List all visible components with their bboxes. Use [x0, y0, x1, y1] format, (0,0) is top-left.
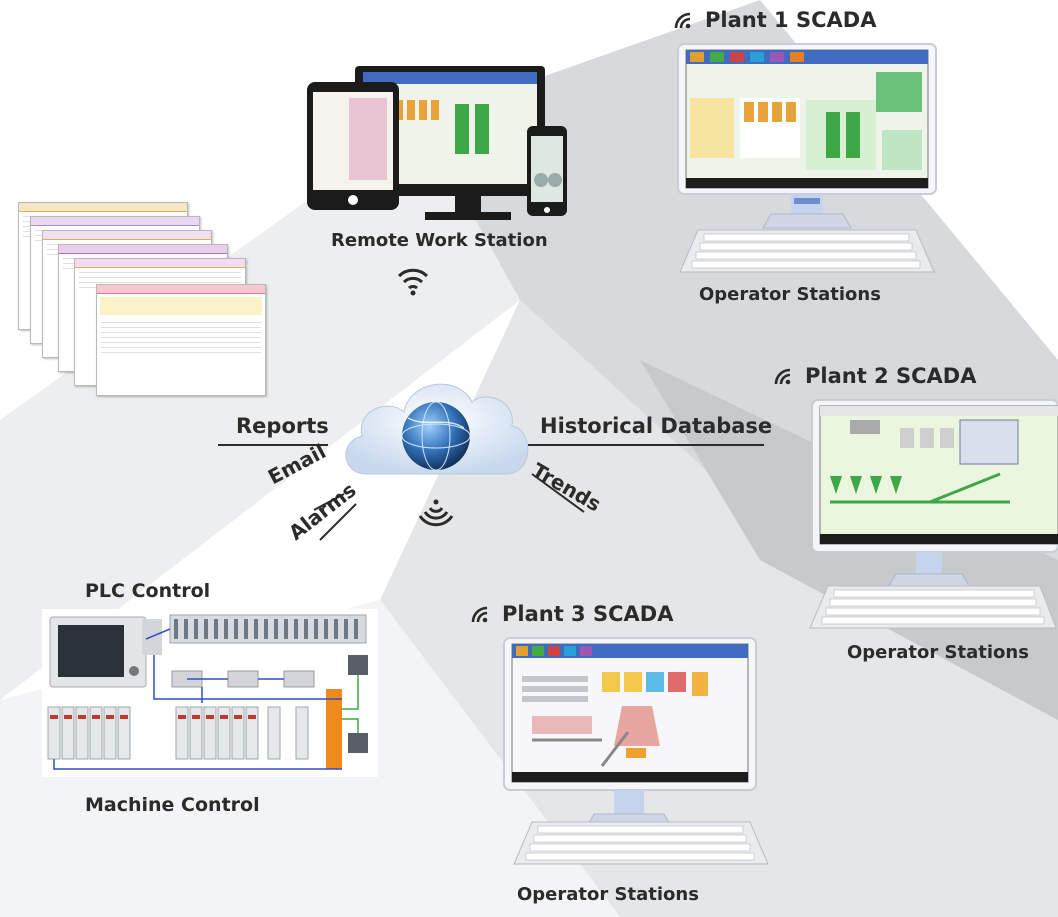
- plant3-title: Plant 3 SCADA: [470, 602, 673, 626]
- plc-control-label: PLC Control: [85, 580, 211, 602]
- wifi-icon: [674, 12, 691, 29]
- plc-icon: [47, 614, 368, 770]
- plant2-monitor: [810, 398, 1058, 598]
- plant2-title: Plant 2 SCADA: [773, 364, 976, 388]
- plant1-keyboard: [676, 228, 938, 284]
- globe-icon: [401, 401, 471, 471]
- machine-control-label: Machine Control: [85, 794, 260, 816]
- keyboard-icon: [809, 585, 1057, 629]
- wifi-icon: [418, 499, 454, 527]
- plant2-keyboard: [806, 584, 1058, 640]
- plant1-monitor: [676, 42, 938, 248]
- plant1-operator-label: Operator Stations: [699, 284, 881, 305]
- keyboard-icon: [513, 821, 769, 865]
- historical-database-label: Historical Database: [540, 414, 773, 438]
- plant1-title: Plant 1 SCADA: [673, 8, 876, 32]
- plant2-operator-label: Operator Stations: [847, 642, 1029, 663]
- reports-line: [218, 444, 328, 446]
- plant3-keyboard: [510, 820, 772, 876]
- plc-hardware: [42, 609, 378, 777]
- tablet-icon: [307, 82, 399, 210]
- plant3-operator-label: Operator Stations: [517, 884, 699, 905]
- reports-label: Reports: [236, 414, 329, 438]
- keyboard-icon: [679, 229, 935, 273]
- wifi-icon: [397, 268, 429, 296]
- plant3-monitor: [502, 636, 758, 846]
- wifi-icon: [471, 606, 488, 623]
- historical-line: [528, 444, 764, 446]
- wifi-icon: [774, 368, 791, 385]
- cloud-icon: [345, 383, 529, 475]
- remote-label: Remote Work Station: [331, 230, 548, 251]
- phone-icon: [527, 126, 567, 216]
- connector-lines: [313, 473, 585, 541]
- remote-devices: [305, 64, 567, 232]
